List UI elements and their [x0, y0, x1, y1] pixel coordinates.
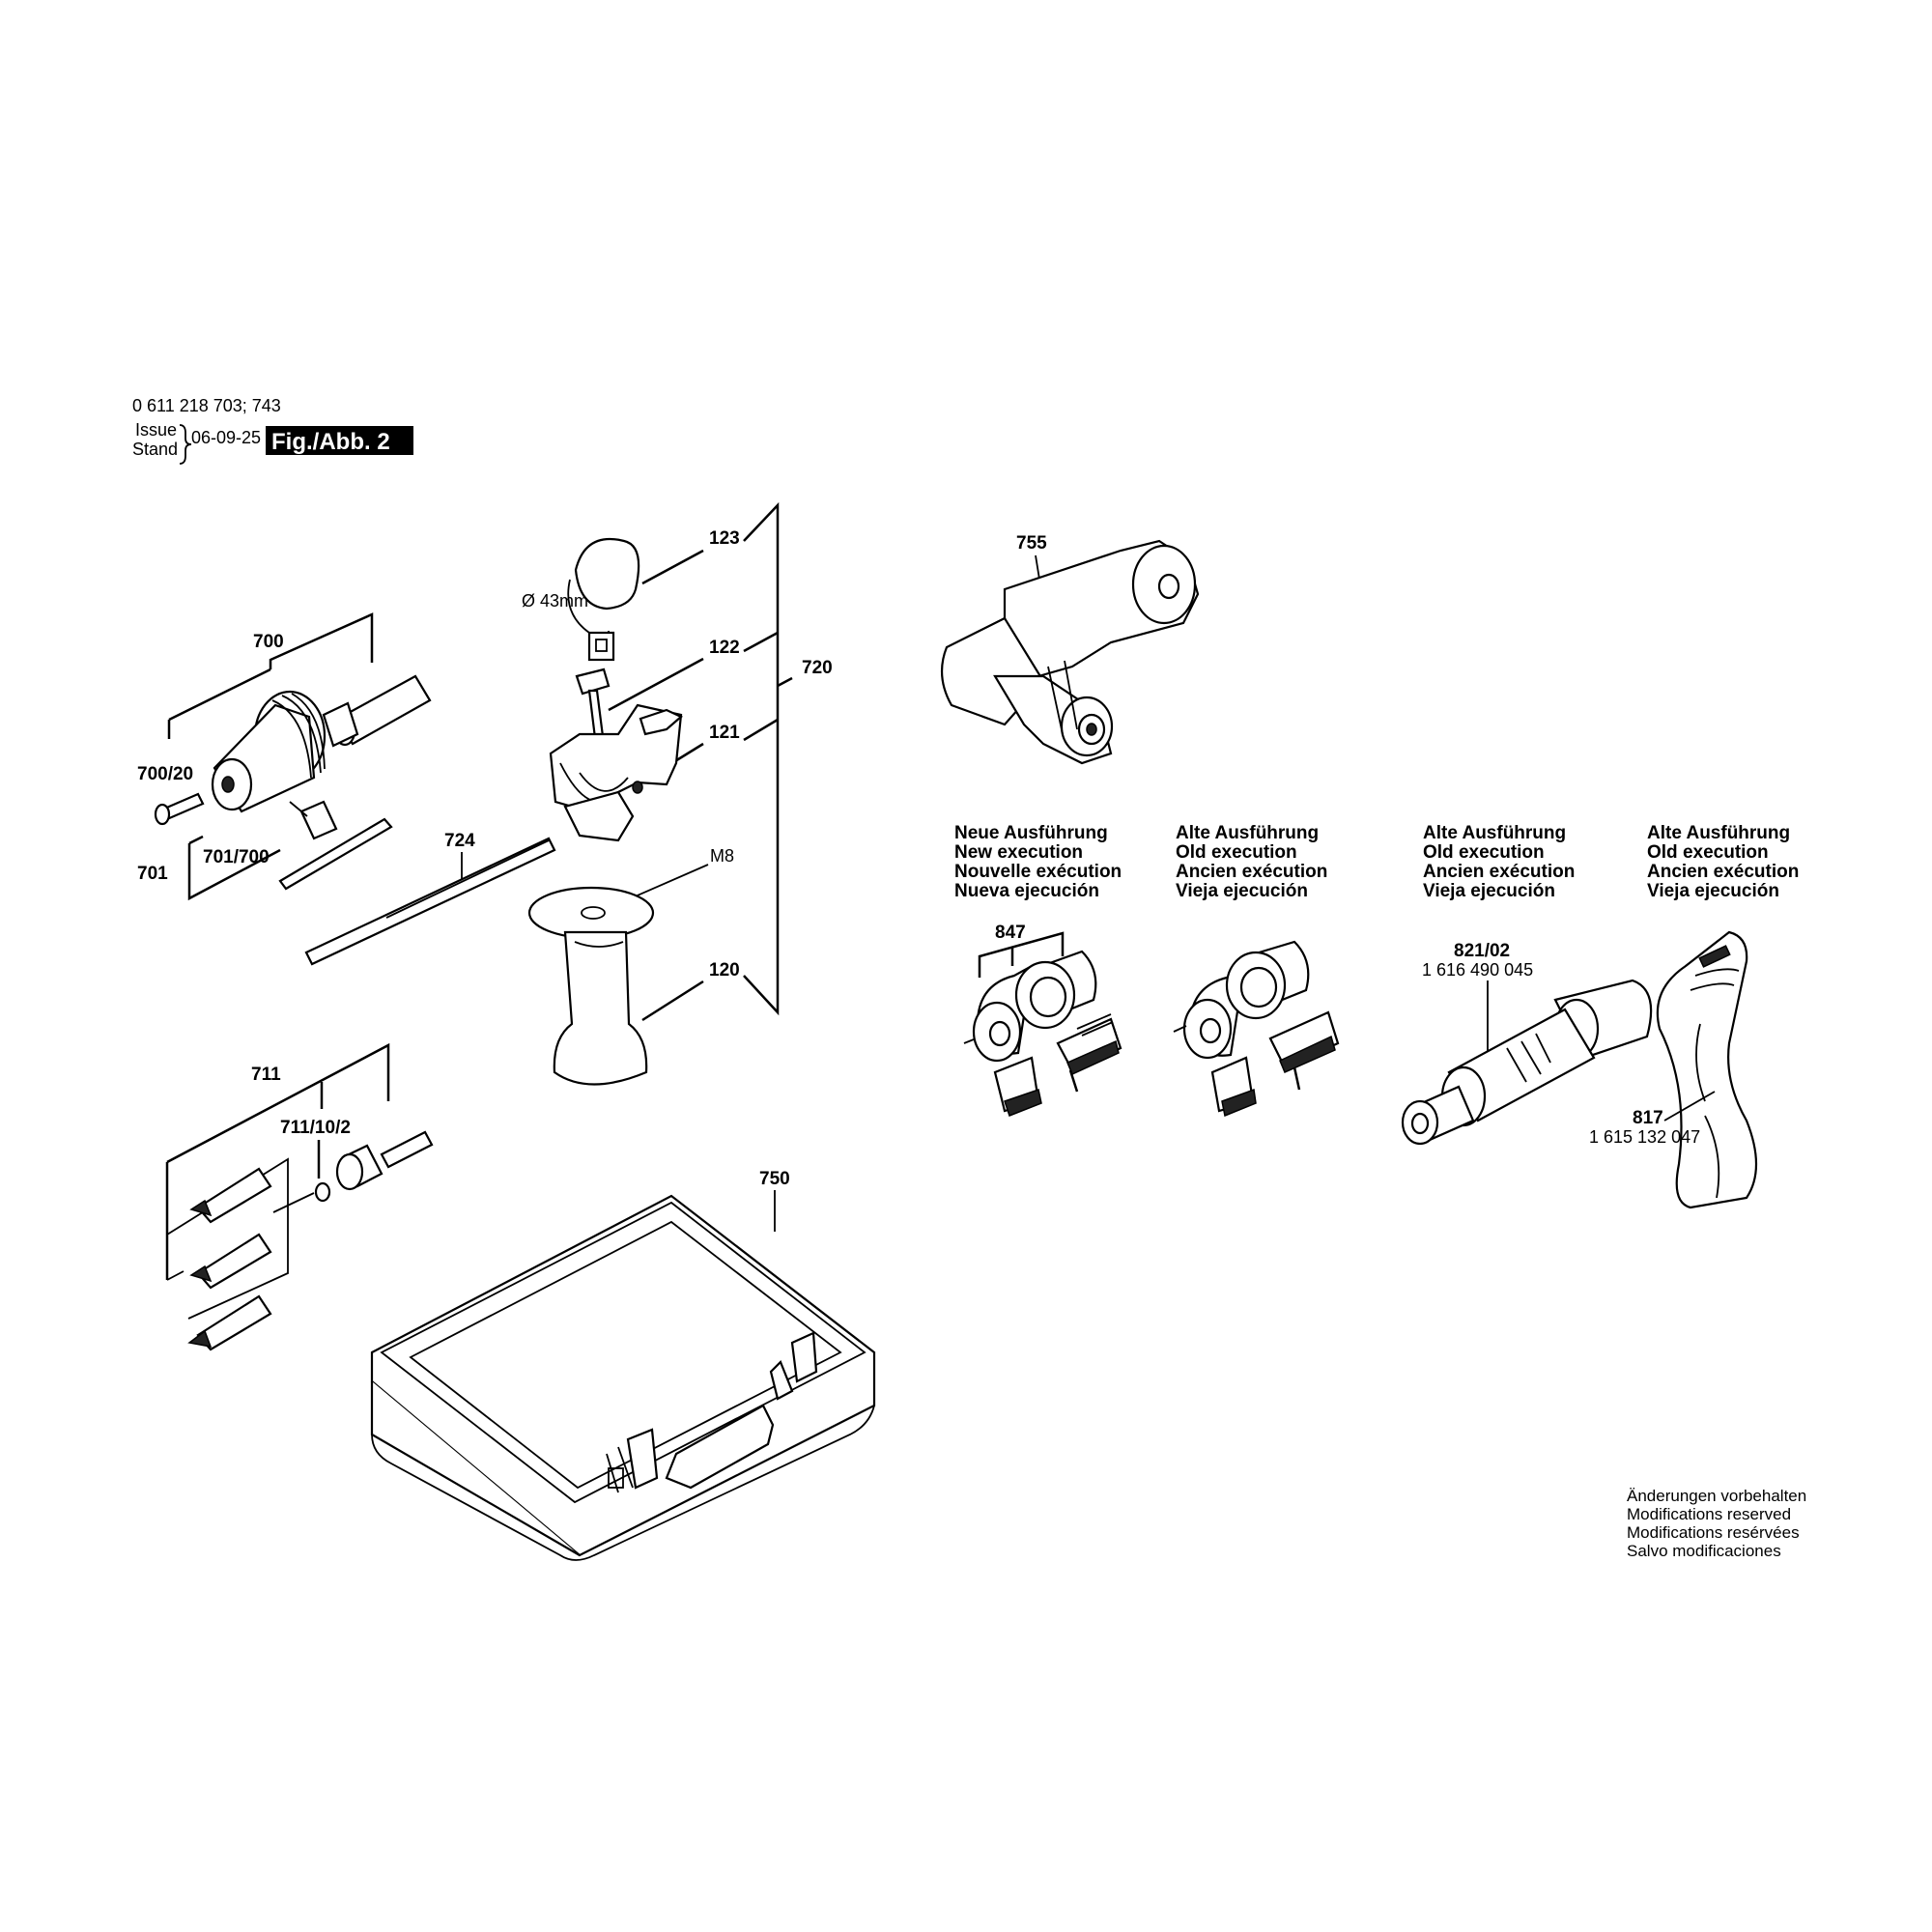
part-numbers: 0 611 218 703; 743	[132, 396, 281, 415]
svg-text:Nouvelle exécution: Nouvelle exécution	[954, 862, 1122, 882]
brush-holder-new-icon: 847	[963, 923, 1122, 1117]
clamp-band-icon	[567, 537, 640, 662]
svg-text:Alte Ausführung: Alte Ausführung	[1647, 823, 1790, 843]
svg-text:Vieja ejecución: Vieja ejecución	[1423, 881, 1555, 901]
label-700-20: 700/20	[137, 764, 193, 784]
brace	[179, 424, 192, 465]
sds-adaptor-icon	[322, 674, 432, 748]
drill-chuck-icon	[211, 690, 327, 813]
label-701: 701	[137, 864, 168, 884]
part-number-817: 1 615 132 047	[1589, 1127, 1700, 1147]
carrying-case-icon: 750	[370, 1169, 876, 1561]
angle-attachment-icon: 755	[940, 533, 1200, 765]
execution-note-old-2: Alte Ausführung Old execution Ancien exé…	[1423, 823, 1575, 901]
chuck-group: 700 700/20 701 701/700	[137, 612, 432, 901]
svg-text:Nueva ejecución: Nueva ejecución	[954, 881, 1099, 901]
side-handle-icon	[527, 886, 655, 1086]
svg-text:Salvo modificaciones: Salvo modificaciones	[1627, 1542, 1781, 1560]
bit-holder-icon	[335, 1130, 434, 1191]
o-ring-icon	[314, 1181, 331, 1203]
armature-shaft-icon: 821/02 1 616 490 045	[1401, 941, 1653, 1146]
bits-group: 711 711/10/2	[165, 1042, 434, 1351]
svg-text:Ancien exécution: Ancien exécution	[1176, 862, 1327, 882]
issue-date: 06-09-25	[191, 428, 261, 447]
label-711: 711	[251, 1065, 281, 1085]
svg-text:Modifications resérvées: Modifications resérvées	[1627, 1523, 1800, 1542]
modifications-note: Änderungen vorbehalten Modifications res…	[1627, 1487, 1806, 1560]
svg-text:Alte Ausführung: Alte Ausführung	[1423, 823, 1566, 843]
execution-note-old-1: Alte Ausführung Old execution Ancien exé…	[1176, 823, 1327, 901]
label-847: 847	[995, 923, 1026, 943]
aux-handle-group: 123 122 121 120 720 M8 Ø 43mm	[522, 501, 833, 1086]
svg-text:Vieja ejecución: Vieja ejecución	[1647, 881, 1779, 901]
handle-housing-icon: 817 1 615 132 047	[1589, 930, 1758, 1209]
figure-label: Fig./Abb. 2	[271, 429, 390, 455]
execution-note-old-3: Alte Ausführung Old execution Ancien exé…	[1647, 823, 1799, 901]
diameter-label: Ø 43mm	[522, 591, 588, 611]
label-122: 122	[709, 638, 740, 658]
svg-text:Modifications reserved: Modifications reserved	[1627, 1505, 1791, 1523]
chuck-key-icon	[278, 800, 393, 891]
execution-note-new: Neue Ausführung New execution Nouvelle e…	[954, 823, 1122, 901]
svg-text:Vieja ejecución: Vieja ejecución	[1176, 881, 1308, 901]
svg-text:Alte Ausführung: Alte Ausführung	[1176, 823, 1319, 843]
brush-holder-old-icon	[1173, 940, 1340, 1118]
depth-stop-rod-icon	[304, 837, 556, 966]
label-750: 750	[759, 1169, 790, 1189]
svg-text:Old execution: Old execution	[1176, 842, 1297, 863]
svg-text:Ancien exécution: Ancien exécution	[1423, 862, 1575, 882]
screwdriver-bit-icon	[189, 1233, 272, 1290]
stand-label: Stand	[132, 440, 178, 459]
label-701-700: 701/700	[203, 847, 270, 867]
label-121: 121	[709, 723, 740, 743]
svg-text:Änderungen vorbehalten: Änderungen vorbehalten	[1627, 1487, 1806, 1505]
label-711-10-2: 711/10/2	[280, 1118, 351, 1138]
label-720: 720	[802, 658, 833, 678]
label-700: 700	[253, 632, 284, 652]
svg-text:Neue Ausführung: Neue Ausführung	[954, 823, 1108, 843]
screw-icon	[154, 792, 205, 826]
part-number-821-02: 1 616 490 045	[1422, 960, 1533, 980]
svg-text:Old execution: Old execution	[1423, 842, 1545, 863]
svg-text:New execution: New execution	[954, 842, 1083, 863]
label-123: 123	[709, 528, 740, 549]
label-755: 755	[1016, 533, 1047, 554]
label-120: 120	[709, 960, 740, 980]
screwdriver-bit-icon	[187, 1294, 272, 1351]
svg-text:Old execution: Old execution	[1647, 842, 1769, 863]
handle-holder-icon	[549, 703, 684, 842]
label-724: 724	[444, 831, 475, 851]
label-817: 817	[1633, 1108, 1663, 1128]
figure-badge	[266, 426, 413, 455]
label-m8: M8	[710, 846, 734, 866]
issue-label: Issue	[135, 420, 177, 440]
screwdriver-bit-icon	[189, 1167, 272, 1224]
label-821-02: 821/02	[1454, 941, 1510, 961]
svg-text:Ancien exécution: Ancien exécution	[1647, 862, 1799, 882]
